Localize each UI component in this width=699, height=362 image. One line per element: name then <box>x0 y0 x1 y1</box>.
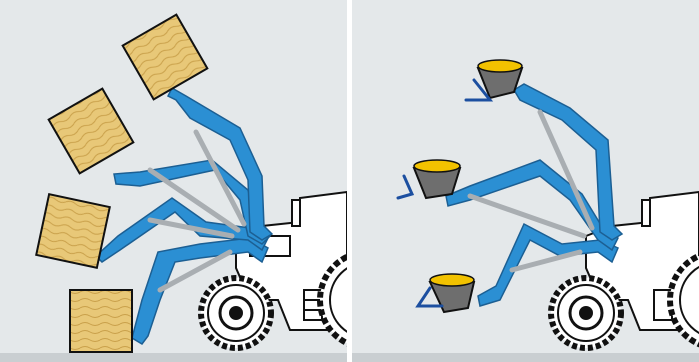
left-ground <box>0 353 347 362</box>
angle-marker-low <box>415 286 444 308</box>
rear-wheel-right <box>667 252 699 348</box>
arm-top-right <box>512 83 624 241</box>
right-panel <box>396 59 699 351</box>
bucket-top <box>476 59 524 100</box>
front-wheel-right <box>548 275 624 351</box>
rear-wheel-left <box>317 253 347 347</box>
buckets-right <box>412 59 524 314</box>
exhaust-right <box>641 199 651 227</box>
bucket-mid <box>412 159 462 200</box>
panel-divider <box>347 0 352 362</box>
left-panel <box>35 13 347 353</box>
front-wheel-left <box>198 275 274 351</box>
bale-mid-high <box>47 87 135 175</box>
angle-marker-mid <box>396 174 415 200</box>
bale-mid-low <box>35 193 111 269</box>
arm-top <box>166 86 274 241</box>
loader-arms-left <box>94 86 274 345</box>
bale-top <box>121 13 209 101</box>
angle-markers <box>396 78 494 308</box>
exhaust-left <box>291 199 301 227</box>
cylinders-right <box>467 109 595 273</box>
bale-ground <box>69 289 133 353</box>
angle-marker-top <box>464 78 494 102</box>
cylinders-left <box>147 129 247 293</box>
right-ground <box>352 353 699 362</box>
bales-left <box>35 13 209 353</box>
